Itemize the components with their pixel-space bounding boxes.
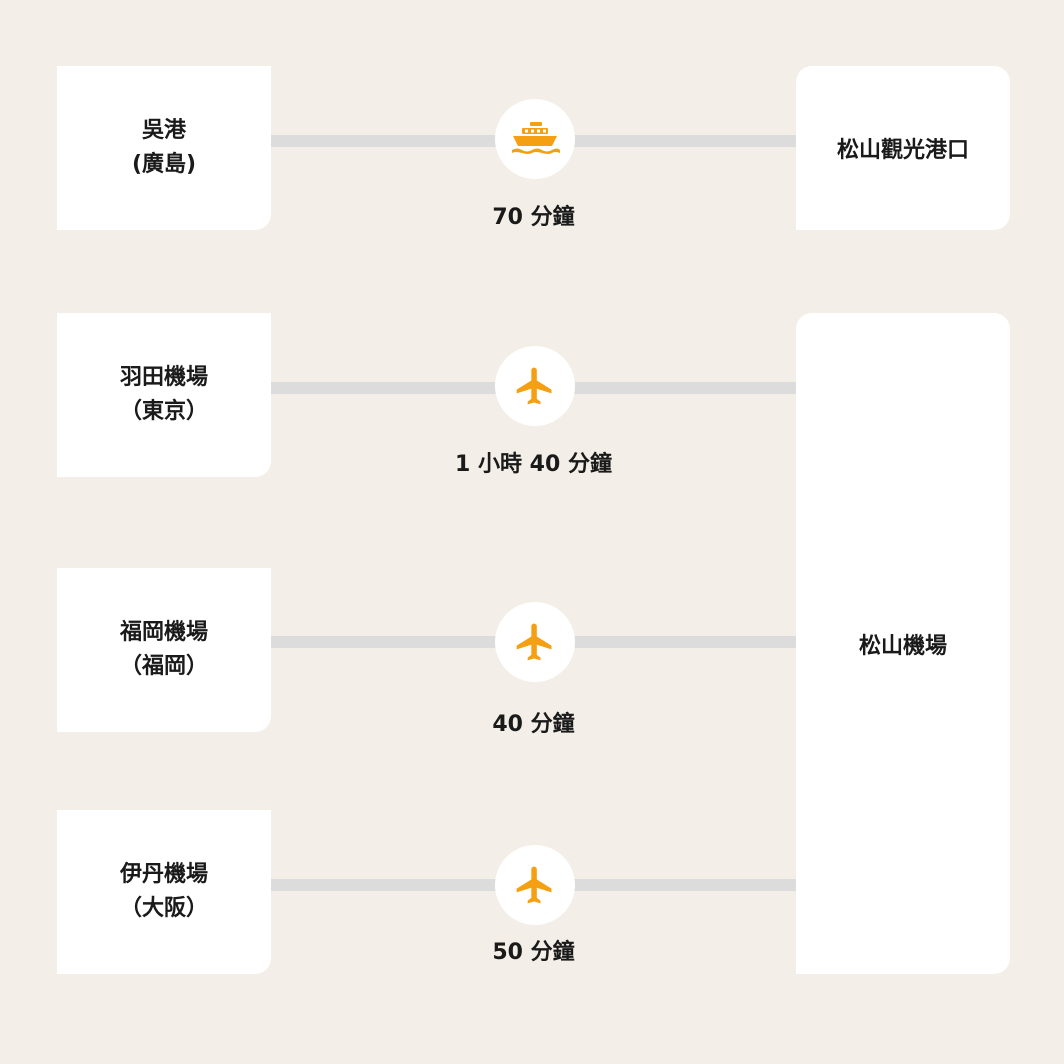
duration-label: 1 小時 40 分鐘 — [455, 452, 612, 477]
airplane-icon — [516, 623, 552, 661]
origin-name: 吳港 — [141, 118, 186, 143]
origin-name: 福岡機場 — [119, 620, 208, 645]
origin-box-kure: 吳港 (廣島) — [57, 66, 271, 230]
airplane-icon — [516, 866, 552, 904]
duration-label: 50 分鐘 — [492, 940, 575, 965]
destination-box-airport: 松山機場 — [796, 313, 1010, 974]
origin-region: （福岡） — [119, 654, 208, 679]
origin-region: (廣島) — [131, 152, 197, 177]
origin-box-fukuoka: 福岡機場 （福岡） — [57, 568, 271, 732]
origin-box-itami: 伊丹機場 （大阪） — [57, 810, 271, 974]
origin-name: 羽田機場 — [119, 365, 208, 390]
destination-name: 松山機場 — [858, 633, 947, 659]
origin-name: 伊丹機場 — [119, 862, 208, 887]
destination-box-port: 松山觀光港口 — [796, 66, 1010, 230]
airplane-icon — [516, 367, 552, 405]
origin-region: （東京） — [119, 399, 208, 424]
ship-icon — [512, 122, 560, 154]
ferry-icon-circle — [495, 99, 575, 179]
duration-label: 70 分鐘 — [492, 205, 575, 230]
flight-icon-circle — [495, 602, 575, 682]
flight-icon-circle — [495, 845, 575, 925]
origin-box-haneda: 羽田機場 （東京） — [57, 313, 271, 477]
duration-label: 40 分鐘 — [492, 712, 575, 737]
destination-name: 松山觀光港口 — [836, 138, 969, 163]
origin-region: （大阪） — [119, 896, 208, 921]
flight-icon-circle — [495, 346, 575, 426]
